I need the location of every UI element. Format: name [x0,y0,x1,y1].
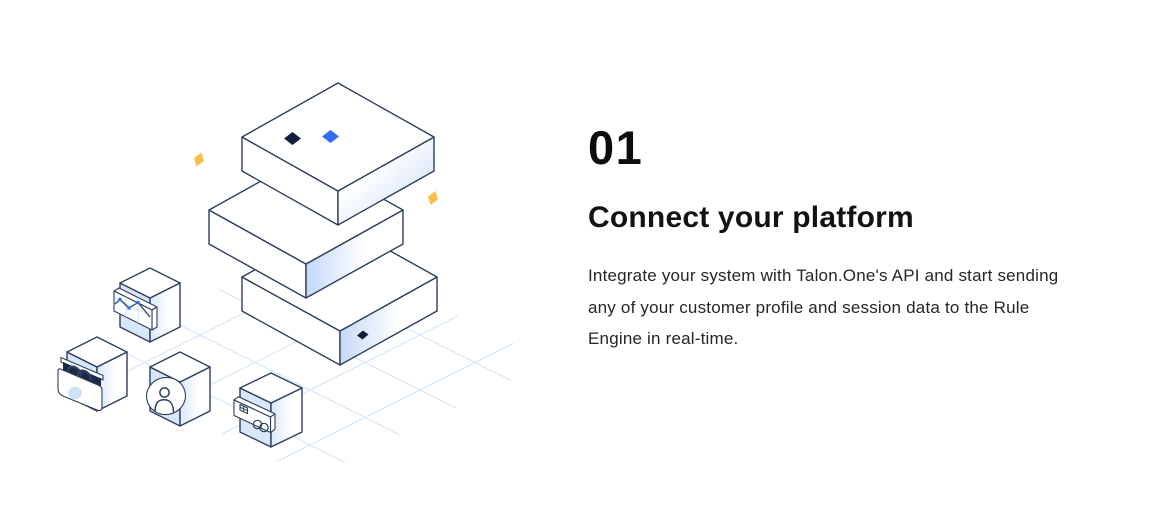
credit-card-cube-icon [233,372,303,448]
analytics-chart-cube-icon [113,267,181,343]
customer-profile-cube-icon [145,351,211,427]
dark-port-square [357,330,369,340]
blue-chip-diamond [322,130,339,143]
step-content: 01 Connect your platform Integrate your … [588,124,1060,355]
shopping-bag-cube-icon [57,336,128,412]
platform-illustration-svg [57,82,549,479]
step-description: Integrate your system with Talon.One's A… [588,266,1059,349]
step-title: Connect your platform [588,201,914,234]
dark-chip-diamond [284,132,301,145]
bag-dot [68,386,82,400]
yellow-spark-left [194,152,204,167]
platform-illustration [0,0,560,526]
layer-top [241,82,435,226]
step-number: 01 [588,121,644,174]
yellow-spark-right [428,191,438,205]
